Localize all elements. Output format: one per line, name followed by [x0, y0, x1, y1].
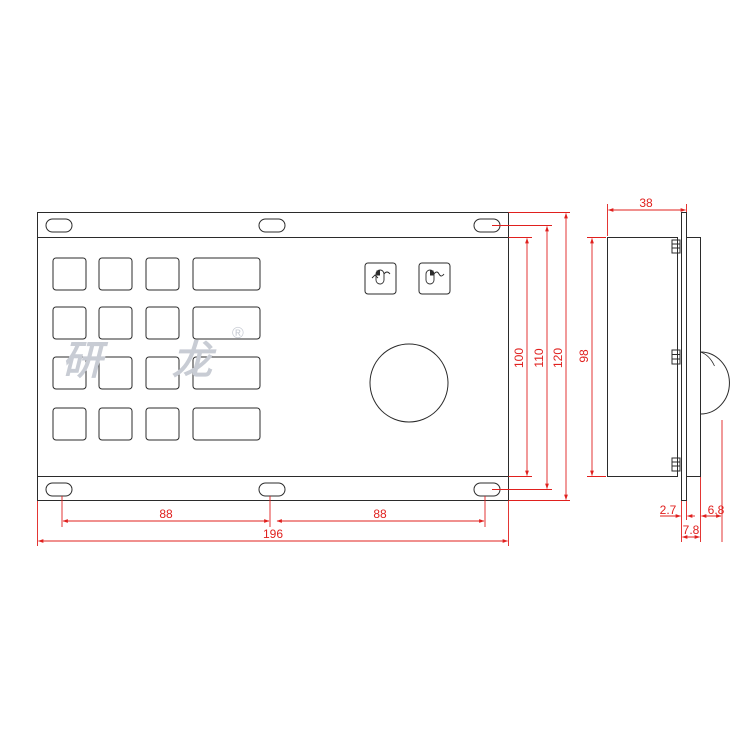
right-click-icon: [418, 262, 451, 295]
key: [145, 407, 180, 441]
key: [98, 356, 133, 390]
wide-key: [192, 407, 261, 441]
key-panel-outline: [37, 237, 509, 477]
side-dimensions: [587, 204, 723, 542]
key: [52, 257, 87, 291]
dimension-side-body-height: 98: [577, 349, 591, 363]
wide-key: [192, 306, 261, 340]
dimension-hole-spacing-right: 88: [373, 507, 387, 521]
key: [98, 306, 133, 340]
dimension-panel-height: 100: [512, 348, 526, 368]
wide-key: [192, 257, 261, 291]
watermark-char-2: 龙: [172, 337, 217, 384]
watermark: 研 龙 ®: [62, 325, 244, 384]
front-dimension-labels: 88 88 196 100 110 120: [159, 348, 565, 541]
key: [52, 306, 87, 340]
key: [52, 356, 87, 390]
mounting-slot-bottom-center: [258, 482, 286, 497]
side-body-outline: [607, 237, 678, 477]
dimension-overall-height: 120: [551, 348, 565, 368]
key: [145, 257, 180, 291]
side-fastener-top: [671, 239, 681, 254]
wide-key: [192, 356, 261, 390]
dimension-bezel-offset: 7.8: [683, 523, 700, 537]
dimension-panel-thickness: 2.7: [660, 503, 677, 517]
watermark-char-1: 研: [62, 337, 109, 384]
side-view: [607, 212, 730, 501]
side-trackball-dome: [700, 351, 730, 415]
key: [145, 306, 180, 340]
side-bezel: [686, 237, 701, 477]
mounting-slot-bottom-left: [45, 482, 73, 497]
mounting-slot-top-left: [45, 218, 73, 233]
dimension-side-depth: 38: [639, 196, 653, 210]
key: [98, 257, 133, 291]
dimension-trackball-protrusion: 6.8: [708, 503, 725, 517]
front-view: [37, 212, 509, 501]
watermark-registered-mark: ®: [232, 325, 244, 342]
dimension-hole-spacing-left: 88: [159, 507, 173, 521]
side-dimension-labels: 38 98 2.7 7.8 6.8: [577, 196, 725, 537]
side-fastener-bottom: [671, 457, 681, 472]
dimension-overall-width: 196: [263, 527, 283, 541]
front-dimensions: [37, 212, 570, 546]
key: [98, 407, 133, 441]
mounting-slot-top-center: [258, 218, 286, 233]
side-mounting-plate: [681, 212, 687, 501]
key: [52, 407, 87, 441]
side-fastener-middle: [671, 349, 681, 365]
left-click-icon: [364, 262, 397, 295]
key: [145, 356, 180, 390]
dimension-hole-span: 110: [532, 348, 546, 367]
trackball: [369, 343, 449, 423]
